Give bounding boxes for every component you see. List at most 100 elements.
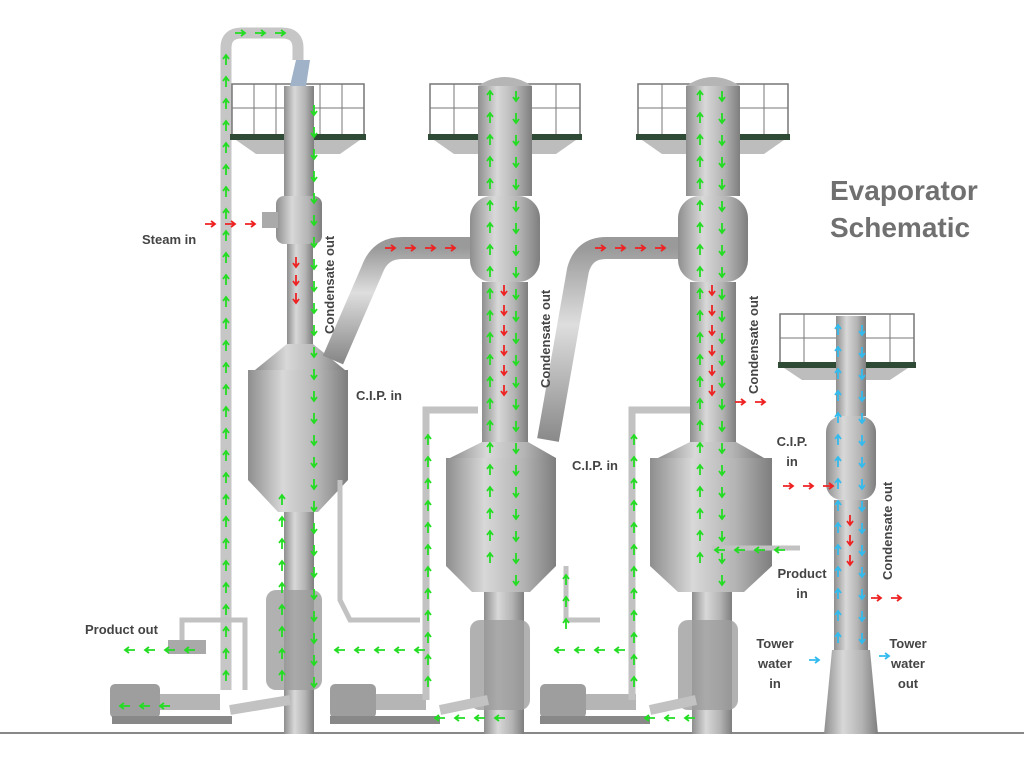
flow-arrow	[834, 389, 842, 401]
flow-arrow	[424, 675, 432, 687]
flow-arrow	[278, 603, 286, 615]
flow-arrow	[486, 133, 494, 145]
flow-arrow	[486, 551, 494, 563]
flow-arrow	[222, 207, 230, 219]
flow-arrow	[393, 646, 405, 654]
flow-arrow	[222, 427, 230, 439]
flow-arrow	[512, 575, 520, 587]
flow-arrow	[138, 702, 150, 710]
title-line-1: Evaporator	[830, 175, 978, 206]
flow-arrow	[512, 113, 520, 125]
flow-arrow	[696, 375, 704, 387]
flow-arrow	[718, 267, 726, 279]
flow-arrow	[413, 646, 425, 654]
flow-arrow	[222, 119, 230, 131]
flow-arrow	[500, 305, 508, 317]
flow-arrow	[310, 655, 318, 667]
flow-arrow	[512, 91, 520, 103]
flow-arrow	[278, 581, 286, 593]
flow-arrow	[512, 465, 520, 477]
flow-arrow	[846, 555, 854, 567]
flow-arrow	[222, 625, 230, 637]
flow-arrow	[643, 714, 655, 722]
flow-arrow	[278, 625, 286, 637]
flow-arrow	[453, 714, 465, 722]
flow-arrow	[573, 646, 585, 654]
flow-arrow	[615, 244, 627, 252]
flow-arrow	[500, 365, 508, 377]
flow-arrow	[696, 287, 704, 299]
cip-in-line-2: in	[786, 454, 798, 469]
flow-arrow	[310, 567, 318, 579]
flow-arrow	[663, 714, 675, 722]
tower-water-in-label: Tower water in	[750, 634, 800, 694]
flow-arrow	[834, 411, 842, 423]
flow-arrow	[222, 97, 230, 109]
flow-arrow	[512, 509, 520, 521]
flow-arrow	[310, 215, 318, 227]
flow-arrow	[310, 589, 318, 601]
flow-arrow	[834, 543, 842, 555]
product-in-label: Product in	[772, 564, 832, 604]
flow-arrow	[858, 523, 866, 535]
tower-water-out-line-3: out	[897, 676, 919, 691]
flow-arrow	[858, 347, 866, 359]
flow-arrow	[553, 646, 565, 654]
flow-arrow	[834, 477, 842, 489]
flow-arrow	[123, 646, 135, 654]
flow-arrow	[696, 397, 704, 409]
flow-arrow	[225, 220, 237, 228]
flow-arrow	[222, 581, 230, 593]
flow-arrow	[222, 273, 230, 285]
flow-arrow	[823, 482, 835, 490]
flow-arrow	[143, 646, 155, 654]
flow-arrow	[486, 441, 494, 453]
flow-arrow	[834, 433, 842, 445]
steam-in-label: Steam in	[142, 232, 197, 247]
flow-arrow	[486, 111, 494, 123]
flow-arrow	[473, 714, 485, 722]
flow-arrow	[696, 485, 704, 497]
flow-arrow	[718, 201, 726, 213]
flow-arrow	[275, 29, 287, 37]
flow-arrow	[292, 257, 300, 269]
pump-3	[540, 684, 650, 724]
flow-arrow	[486, 265, 494, 277]
flow-arrow	[424, 587, 432, 599]
condensate-out-label-4: Condensate out	[880, 481, 895, 580]
flow-arrow	[735, 398, 747, 406]
flow-arrow	[858, 457, 866, 469]
flow-arrow	[718, 179, 726, 191]
flow-arrow	[222, 295, 230, 307]
flow-arrow	[718, 487, 726, 499]
tower-water-out-label: Tower water out	[883, 634, 933, 694]
flow-arrow	[310, 281, 318, 293]
flow-arrow	[718, 157, 726, 169]
flow-arrow	[696, 463, 704, 475]
flow-arrow	[718, 377, 726, 389]
flow-arrow	[718, 223, 726, 235]
flow-arrow	[696, 265, 704, 277]
flow-arrow	[486, 89, 494, 101]
flow-arrow	[718, 399, 726, 411]
flow-arrow	[696, 419, 704, 431]
cip-in-label-3: C.I.P. in	[772, 432, 812, 472]
flow-arrow	[834, 323, 842, 335]
flow-arrow	[593, 646, 605, 654]
flow-arrow	[718, 245, 726, 257]
flow-arrow	[512, 487, 520, 499]
flow-arrow	[595, 244, 607, 252]
flow-arrow	[310, 127, 318, 139]
flow-arrow	[696, 529, 704, 541]
flow-arrow	[718, 421, 726, 433]
flow-arrow	[512, 201, 520, 213]
flow-arrow	[424, 653, 432, 665]
flow-arrow	[486, 155, 494, 167]
flow-arrow	[486, 507, 494, 519]
flow-arrow	[118, 702, 130, 710]
flow-arrow	[696, 155, 704, 167]
flow-arrow	[486, 463, 494, 475]
flow-arrow	[278, 647, 286, 659]
flow-arrows	[118, 29, 903, 722]
flow-arrow	[255, 29, 267, 37]
